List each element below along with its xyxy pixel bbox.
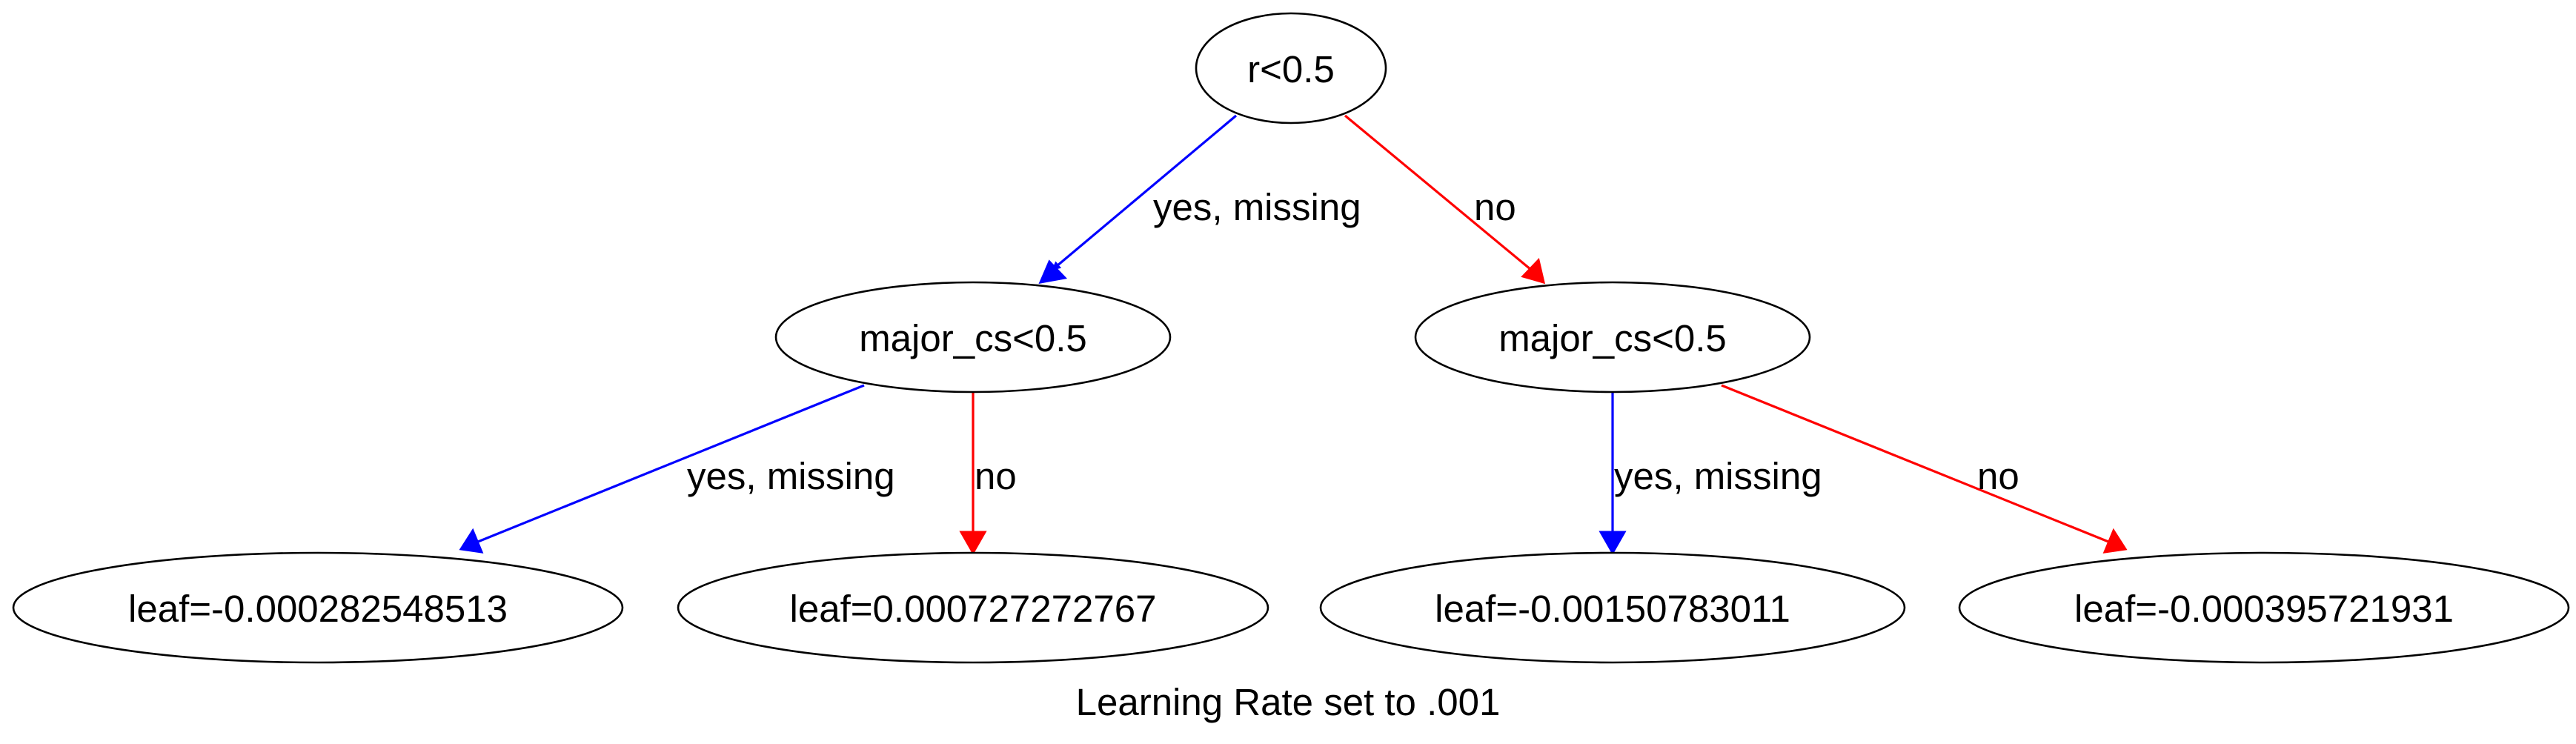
arrowhead-root-left (1038, 259, 1068, 284)
node-right-label: major_cs<0.5 (1498, 317, 1727, 359)
node-leaf4: leaf=-0.000395721931 (1958, 551, 2570, 664)
node-left: major_cs<0.5 (774, 281, 1172, 393)
node-leaf1: leaf=-0.000282548513 (12, 551, 624, 664)
node-leaf3-label: leaf=-0.00150783011 (1435, 588, 1790, 630)
arrowhead-right-leaf3 (1599, 531, 1627, 556)
edge-left-leaf1 (477, 384, 865, 543)
node-leaf2: leaf=0.000727272767 (677, 551, 1269, 664)
node-leaf4-shape (1958, 551, 2570, 664)
arrowhead-right-leaf4 (2102, 528, 2128, 554)
node-right: major_cs<0.5 (1414, 281, 1811, 393)
edge-labels: yes, missing no yes, missing no yes, mis… (687, 186, 2019, 497)
arrowhead-root-right (1521, 257, 1546, 285)
node-leaf3-shape (1319, 551, 1906, 664)
edge-root-right (1344, 114, 1533, 271)
arrowhead-left-leaf1 (459, 528, 484, 554)
node-left-shape (774, 281, 1172, 393)
edge-label-right-leaf3: yes, missing (1614, 455, 1822, 497)
node-leaf3: leaf=-0.00150783011 (1319, 551, 1906, 664)
node-left-label: major_cs<0.5 (859, 317, 1087, 359)
node-right-shape (1414, 281, 1811, 393)
edge-right-leaf4 (1721, 384, 2109, 543)
edges (459, 114, 2128, 556)
node-leaf2-shape (677, 551, 1269, 664)
node-leaf4-label: leaf=-0.000395721931 (2074, 588, 2454, 630)
node-leaf2-label: leaf=0.000727272767 (790, 588, 1157, 630)
edge-root-left (1051, 114, 1238, 271)
nodes: r<0.5 major_cs<0.5 major_cs<0.5 leaf=-0.… (12, 12, 2570, 664)
node-root-label: r<0.5 (1247, 48, 1335, 90)
node-leaf1-shape (12, 551, 624, 664)
edge-label-root-left: yes, missing (1153, 186, 1361, 228)
edge-label-root-right: no (1474, 186, 1516, 228)
arrowhead-left-leaf2 (959, 531, 987, 556)
edge-label-left-leaf1: yes, missing (687, 455, 895, 497)
node-root: r<0.5 (1195, 12, 1387, 124)
node-leaf1-label: leaf=-0.000282548513 (128, 588, 508, 630)
node-root-shape (1195, 12, 1387, 124)
edge-label-right-leaf4: no (1977, 455, 2019, 497)
edge-label-left-leaf2: no (975, 455, 1017, 497)
diagram-caption: Learning Rate set to .001 (1076, 681, 1501, 723)
